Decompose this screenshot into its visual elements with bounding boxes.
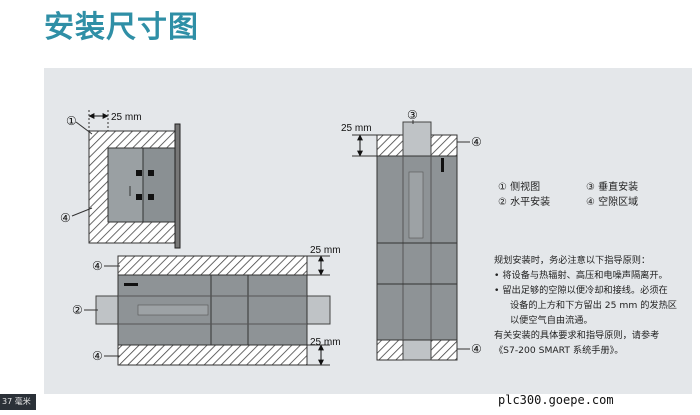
watermark: plc300.goepe.com bbox=[498, 393, 614, 407]
legend-item-clearance: ④ 空隙区域 bbox=[586, 197, 639, 208]
legend: ① 侧视图 ③ 垂直安装 ② 水平安装 ④ 空隙区域 bbox=[498, 180, 674, 210]
notes-bullet-clearance: • 留出足够的空隙以便冷却和接线。必须在 bbox=[494, 285, 668, 296]
notes-bullet-clearance-cont: 设备的上方和下方留出 25 mm 的发热区 bbox=[510, 300, 677, 311]
dimension-label-vertical-top: 25 mm bbox=[341, 123, 372, 134]
dimension-label-horizontal-top: 25 mm bbox=[310, 245, 341, 256]
dimension-label-horizontal-bottom: 25 mm bbox=[310, 337, 341, 348]
horizontal-installation bbox=[84, 255, 331, 366]
dimension-label-side-top: 25 mm bbox=[111, 112, 142, 123]
notes-bullet-isolation: • 将设备与热辐射、高压和电噪声隔离开。 bbox=[494, 270, 668, 281]
horizontal-top-clearance bbox=[117, 255, 308, 276]
callout-4-vertical-bottom: ④ bbox=[471, 342, 482, 356]
callout-4-horizontal-bottom: ④ bbox=[92, 349, 103, 363]
horizontal-bottom-clearance bbox=[117, 344, 308, 366]
legend-item-vertical: ③ 垂直安装 bbox=[586, 182, 639, 193]
notes-intro: 规划安装时，务必注意以下指导原则： bbox=[494, 255, 651, 266]
notes-reference-manual: 《S7-200 SMART 系统手册》。 bbox=[494, 345, 624, 356]
callout-1-side-view: ① bbox=[66, 114, 77, 128]
side-view bbox=[71, 110, 181, 249]
callout-3-vertical: ③ bbox=[407, 108, 418, 122]
legend-item-side-view: ① 侧视图 bbox=[498, 182, 541, 193]
notes-bullet-clearance-end: 以便空气自由流通。 bbox=[510, 315, 593, 326]
callout-2-horizontal: ② bbox=[72, 303, 83, 317]
page-title: 安装尺寸图 bbox=[44, 10, 199, 45]
installation-notes: 规划安装时，务必注意以下指导原则： • 将设备与热辐射、高压和电噪声隔离开。 •… bbox=[494, 253, 694, 358]
legend-item-horizontal: ② 水平安装 bbox=[498, 197, 551, 208]
vertical-installation bbox=[352, 120, 470, 361]
callout-4-vertical-top: ④ bbox=[471, 135, 482, 149]
notes-reference: 有关安装的具体要求和指导原则，请参考 bbox=[494, 330, 660, 341]
mounting-panel bbox=[174, 123, 181, 249]
callout-4-horizontal-top: ④ bbox=[92, 259, 103, 273]
side-badge: 37 毫米 bbox=[0, 394, 36, 410]
callout-4-side-clearance: ④ bbox=[60, 211, 71, 225]
